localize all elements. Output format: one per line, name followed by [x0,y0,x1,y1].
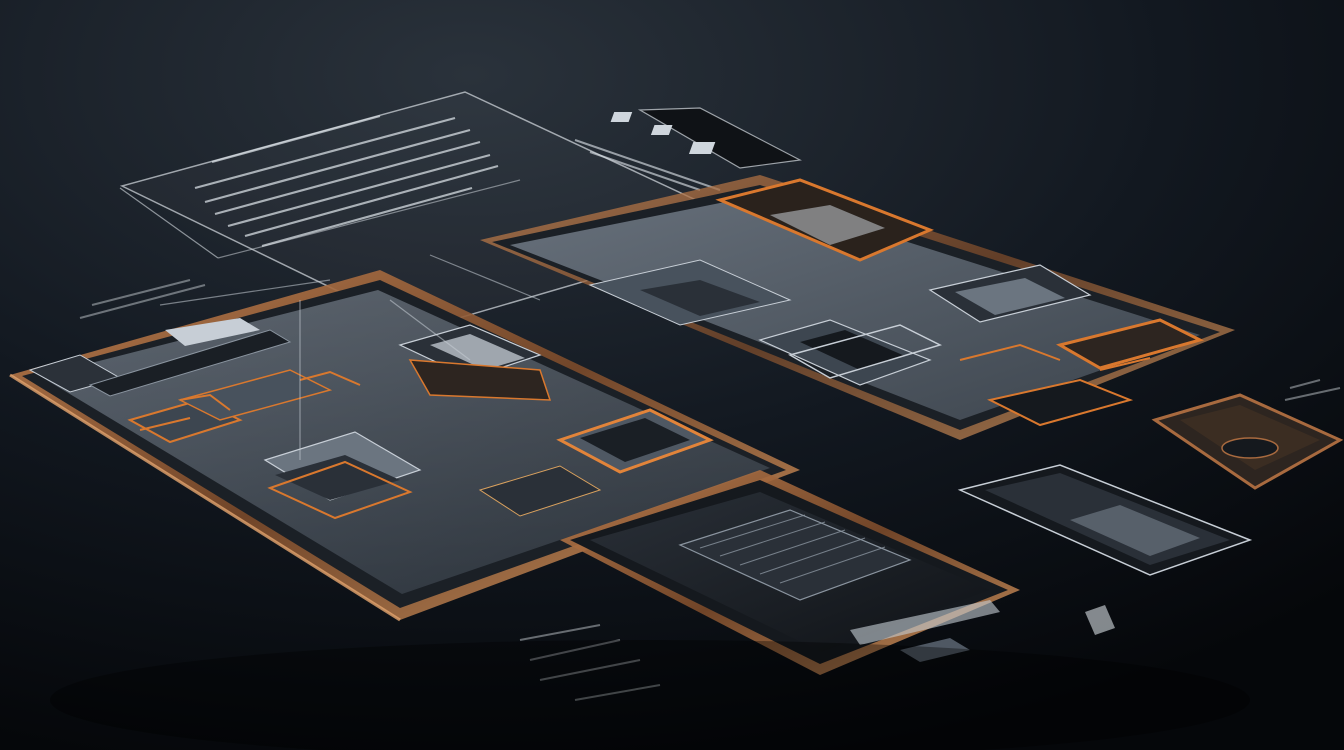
annotation-scribbles [79,279,1341,701]
detached-modules [957,393,1344,635]
spec-tag-top [574,107,802,191]
logic-board-right [480,175,1235,440]
annotation-text-lines [194,114,499,248]
annotation-sheet [119,91,763,331]
phone-left-components [28,254,714,520]
phone-right-body [560,470,1020,675]
floor-shadow [50,640,1250,750]
